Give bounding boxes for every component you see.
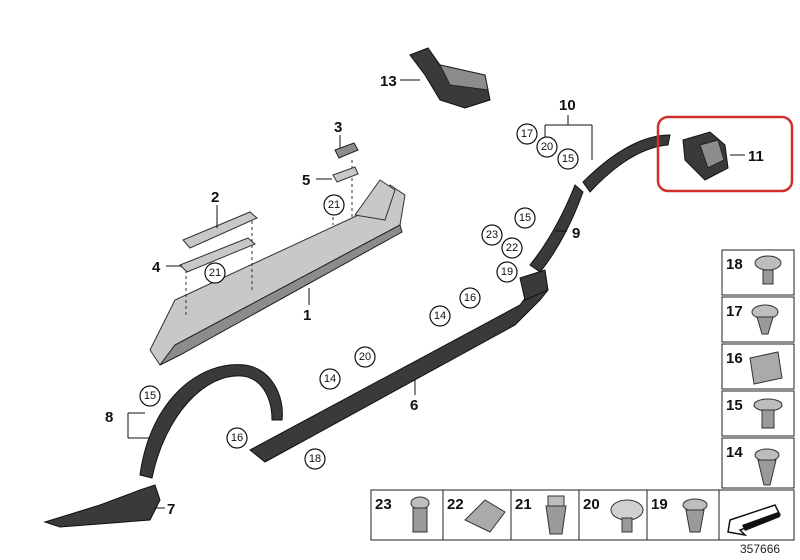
circled-callout-18: 18 <box>304 448 326 470</box>
circled-callout-15a: 15 <box>557 148 579 170</box>
circled-callout-22: 22 <box>501 237 523 259</box>
legend-label-17: 17 <box>726 303 743 320</box>
diagram-reference-number: 357666 <box>740 542 780 556</box>
svg-text:20: 20 <box>541 141 553 153</box>
circled-callout-14b: 14 <box>319 368 341 390</box>
svg-text:18: 18 <box>309 453 321 465</box>
label-8: 8 <box>105 409 113 426</box>
highlight-frame <box>656 115 794 193</box>
svg-text:15: 15 <box>562 153 574 165</box>
clip-18-icon <box>754 255 782 285</box>
callout-leaders <box>127 79 745 509</box>
svg-text:15: 15 <box>519 212 531 224</box>
label-10: 10 <box>559 97 576 114</box>
circled-callout-16a: 16 <box>459 287 481 309</box>
part-11-trim-piece[interactable] <box>682 131 729 181</box>
clip-19-icon <box>682 498 708 533</box>
circled-callout-15c: 15 <box>139 385 161 407</box>
svg-text:16: 16 <box>464 292 476 304</box>
svg-text:14: 14 <box>434 310 446 322</box>
legend-box-23[interactable] <box>370 489 444 541</box>
svg-text:19: 19 <box>501 266 513 278</box>
circled-callout-23: 23 <box>481 224 503 246</box>
legend-label-16: 16 <box>726 350 743 367</box>
label-11: 11 <box>748 148 764 165</box>
legend-box-18[interactable] <box>721 249 795 296</box>
legend-label-20: 20 <box>583 496 600 513</box>
circled-callout-19: 19 <box>496 261 518 283</box>
clip-20-icon <box>610 499 644 533</box>
svg-text:21: 21 <box>328 199 340 211</box>
svg-text:21: 21 <box>209 267 221 279</box>
circled-callout-16b: 16 <box>226 427 248 449</box>
part-13-cover[interactable] <box>409 47 491 109</box>
label-4: 4 <box>152 259 161 276</box>
label-3: 3 <box>334 119 342 136</box>
part-2-plate[interactable] <box>182 211 258 249</box>
svg-text:23: 23 <box>486 229 498 241</box>
circled-callout-20b: 20 <box>354 346 376 368</box>
label-2: 2 <box>211 189 219 206</box>
clip-14-icon <box>754 448 780 486</box>
svg-text:15: 15 <box>144 390 156 402</box>
legend-label-23: 23 <box>375 496 392 513</box>
circled-callout-20a: 20 <box>536 136 558 158</box>
legend-label-22: 22 <box>447 496 464 513</box>
legend-label-15: 15 <box>726 397 743 414</box>
label-13: 13 <box>380 73 397 90</box>
part-7-trim[interactable] <box>43 484 161 528</box>
legend-label-21: 21 <box>515 496 532 513</box>
legend-label-18: 18 <box>726 256 743 273</box>
part-10-wheel-arch[interactable] <box>582 134 671 193</box>
svg-text:22: 22 <box>506 242 518 254</box>
part-3-bracket[interactable] <box>334 142 359 159</box>
circled-callout-21b: 21 <box>204 262 226 284</box>
circled-callout-17: 17 <box>516 123 538 145</box>
clip-16-icon <box>749 351 783 385</box>
clip-22-icon <box>464 499 506 533</box>
label-7: 7 <box>167 501 175 518</box>
label-1: 1 <box>303 307 311 324</box>
part-9-arch-section[interactable] <box>529 184 584 273</box>
clip-15-icon <box>753 398 783 429</box>
legend-box-14[interactable] <box>721 437 795 489</box>
part-5-bracket[interactable] <box>332 166 359 183</box>
direction-arrow-icon <box>727 504 782 537</box>
legend-box-15[interactable] <box>721 390 795 437</box>
fastener-legend-right: 18 17 16 15 14 <box>721 249 795 489</box>
clip-21-icon <box>545 495 567 535</box>
legend-label-19: 19 <box>651 496 668 513</box>
svg-text:17: 17 <box>521 128 533 140</box>
label-6: 6 <box>410 397 418 414</box>
svg-text:14: 14 <box>324 373 336 385</box>
legend-box-19[interactable] <box>646 489 720 541</box>
part-6-sill-trim[interactable] <box>249 269 549 463</box>
fastener-legend-bottom: 23 22 21 20 19 <box>370 489 795 541</box>
svg-text:16: 16 <box>231 432 243 444</box>
part-1-sill-reinforcement[interactable] <box>149 160 406 366</box>
screw-23-icon <box>410 496 430 533</box>
circled-callout-14a: 14 <box>429 305 451 327</box>
circled-callout-21a: 21 <box>323 194 345 216</box>
part-8-wheel-arch[interactable] <box>139 364 283 479</box>
part-4-plate[interactable] <box>179 237 256 273</box>
label-5: 5 <box>302 172 310 189</box>
label-9: 9 <box>572 225 580 242</box>
clip-17-icon <box>751 304 779 335</box>
circled-callout-15b: 15 <box>514 207 536 229</box>
svg-text:20: 20 <box>359 351 371 363</box>
legend-label-14: 14 <box>726 444 743 461</box>
